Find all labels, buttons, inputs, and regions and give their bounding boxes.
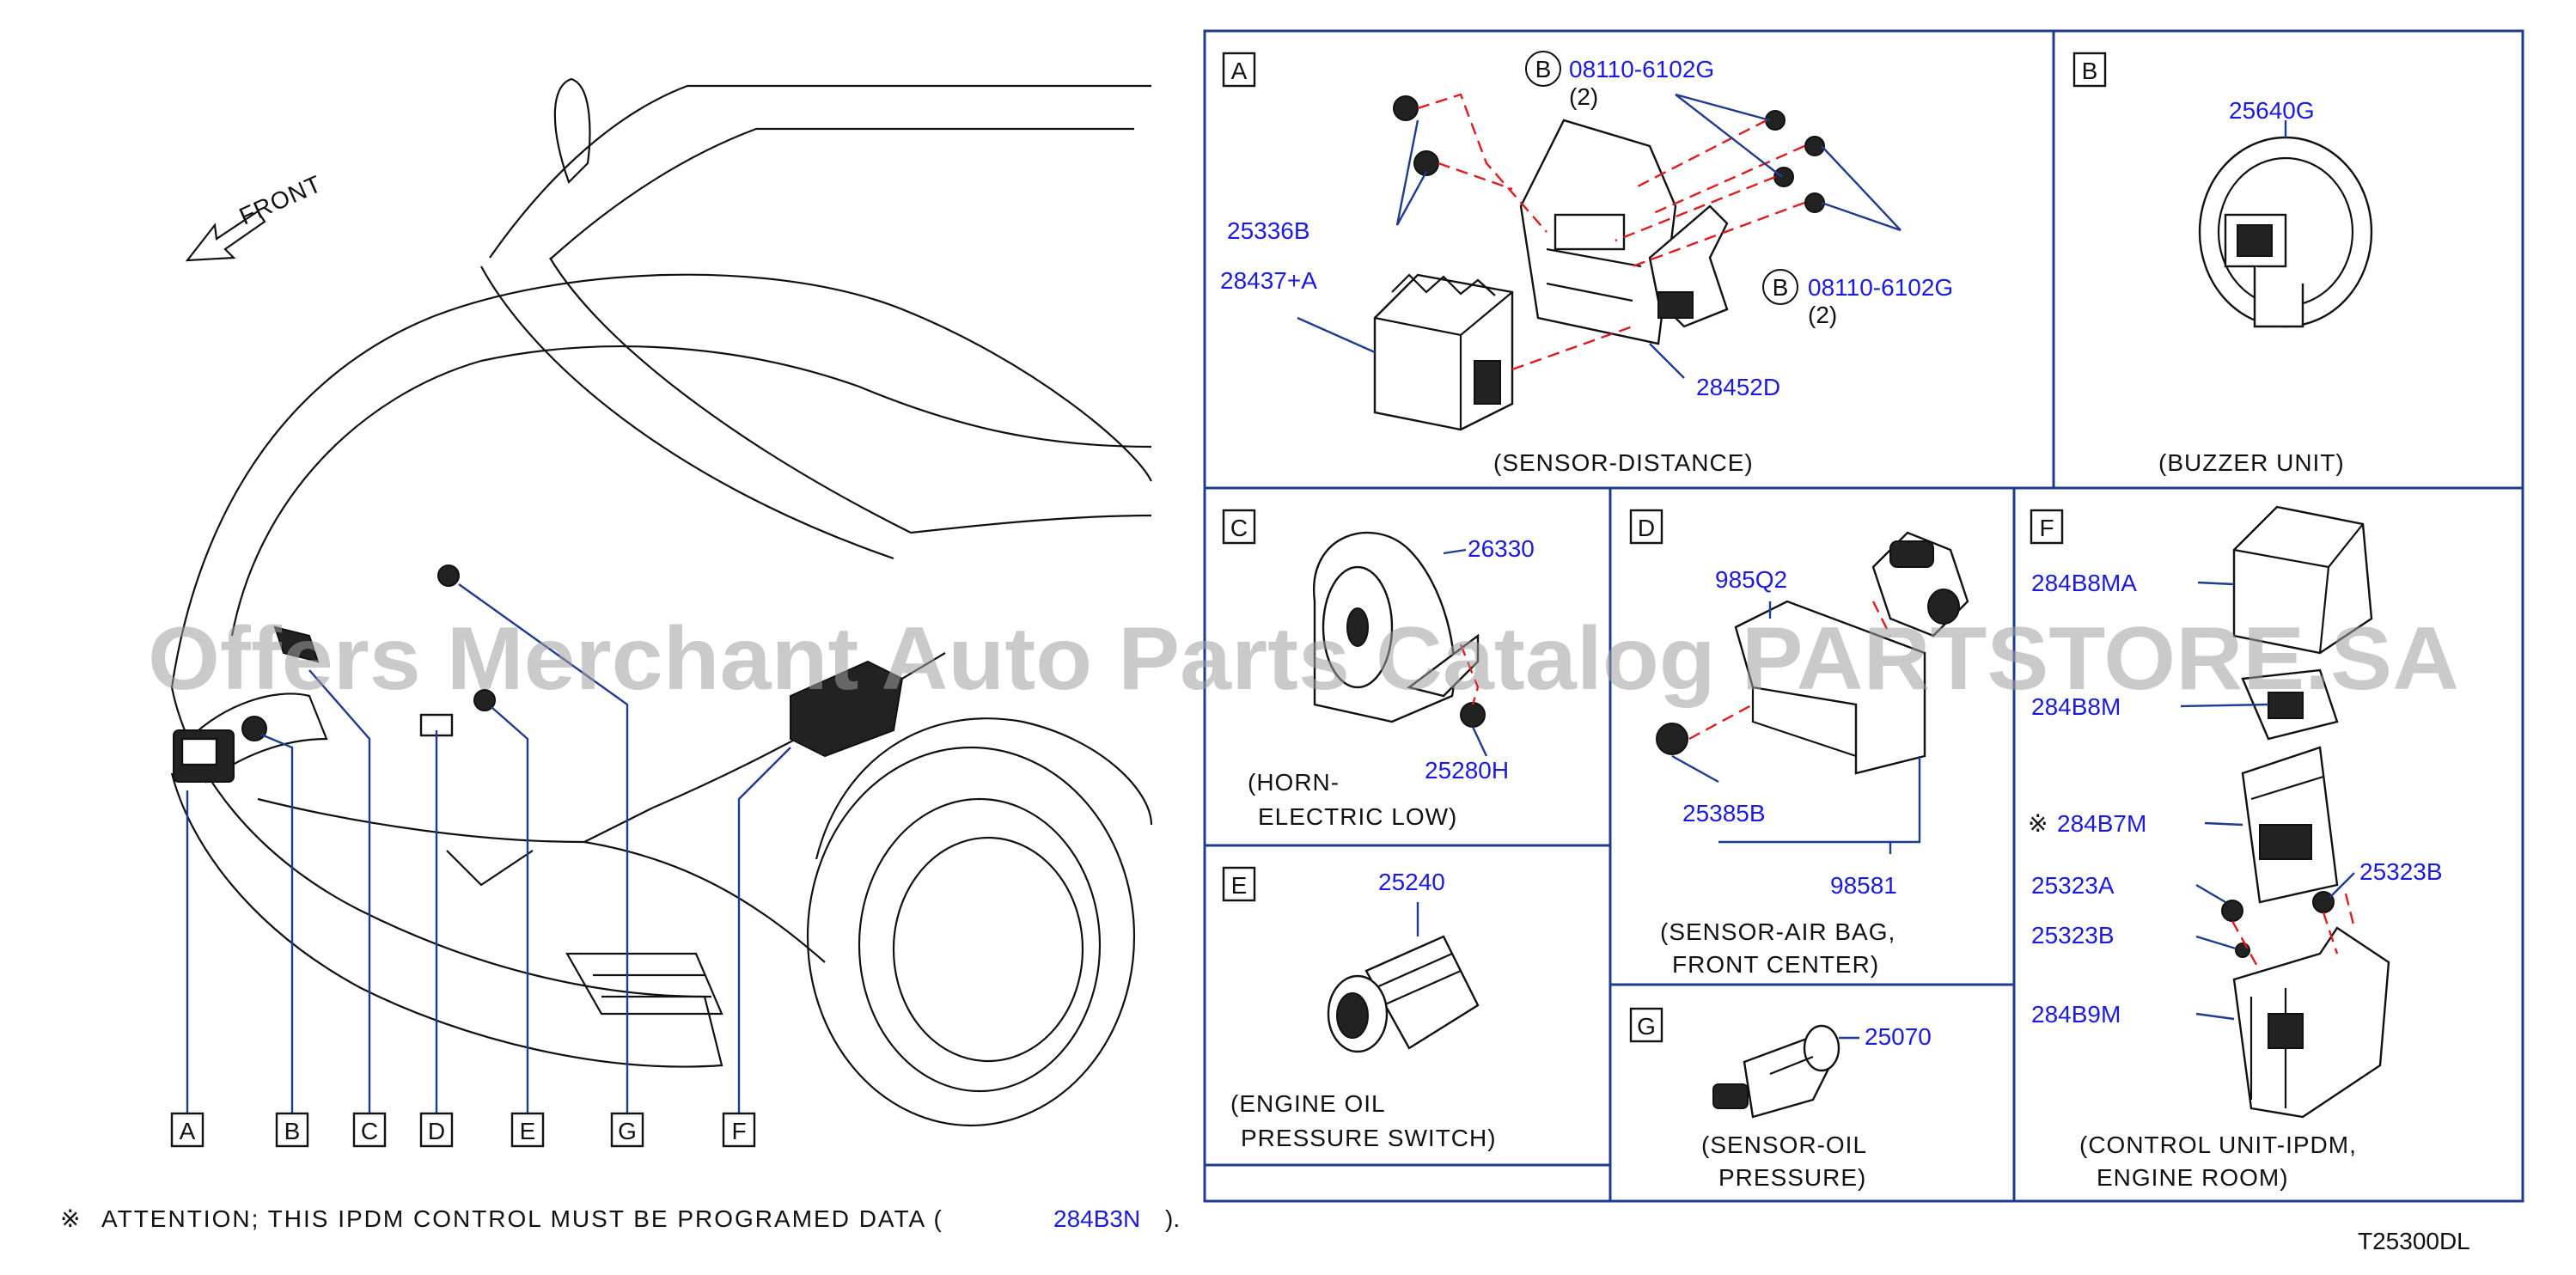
part-nut-C[interactable]: 25280H [1425,757,1509,784]
part-nut-D[interactable]: 25385B [1682,800,1766,827]
part-upper-F[interactable]: 284B8M [2031,693,2121,720]
part-buzzer[interactable]: 25640G [2229,97,2315,124]
svg-text:A: A [180,1118,196,1144]
sensor-bracket [1519,119,1729,345]
part-switch-E[interactable]: 25240 [1378,869,1445,895]
part-sensor-D[interactable]: 985Q2 [1715,566,1787,593]
bolt-ref-B-right-icon: B [1762,269,1798,305]
oil-pressure-sensor [1712,1024,1840,1119]
panel-D: D 985Q2 25385B 98581 (SENSOR-AIR BAG, FR… [1629,509,1969,978]
part-nut-A[interactable]: 25336B [1227,217,1310,244]
svg-text:G: G [618,1118,637,1144]
part-bracket-F[interactable]: 284B9M [2031,1001,2121,1028]
attention-part-number[interactable]: 284B3N [1053,1205,1140,1232]
car-callout-C: C [352,1112,387,1148]
svg-text:E: E [520,1118,536,1144]
front-arrow-icon [185,210,266,262]
attention-close: ). [1165,1205,1180,1232]
airbag-bracket [1734,600,1926,775]
panel-G-caption-1: (SENSOR-OIL [1701,1132,1867,1158]
panel-G-letter: G [1637,1013,1656,1040]
panel-C: C 26330 25280H (HORN- ELECTRIC LOW) [1222,509,1535,830]
panel-C-caption-1: (HORN- [1248,769,1340,796]
part-bolt-b-right-F[interactable]: 25323B [2359,858,2443,885]
front-label: FRONT [235,170,326,230]
part-bolt-a-F[interactable]: 25323A [2031,872,2115,899]
part-bolt-right[interactable]: 08110-6102G [1808,274,1953,301]
car-callout-E: E [510,1112,545,1148]
car-overview: FRONT [170,77,1153,1148]
car-callout-G: G [610,1112,644,1148]
panel-B: B 25640G (BUZZER UNIT) [2072,52,2373,476]
panel-F-letter: F [2039,515,2054,541]
svg-text:F: F [731,1118,746,1144]
panel-D-caption-1: (SENSOR-AIR BAG, [1660,918,1895,945]
part-sensor-A[interactable]: 28437+A [1220,267,1317,294]
panel-A-letter: A [1231,58,1248,84]
panel-F-caption-2: ENGINE ROOM) [2097,1164,2289,1191]
panel-G: G 25070 (SENSOR-OIL PRESSURE) [1629,1007,1932,1191]
ipdm-cover [2232,505,2373,655]
panel-C-caption-2: ELECTRIC LOW) [1258,803,1457,830]
svg-text:B: B [1535,56,1552,82]
panel-D-letter: D [1638,515,1655,541]
watermark: Offers Merchant Auto Parts Catalog PARTS… [148,609,2459,709]
ipdm-attention-mark: ※ [2028,810,2048,837]
part-horn[interactable]: 26330 [1468,535,1535,562]
ipdm-bracket [2232,926,2390,1119]
car-callout-F: F [722,1112,756,1148]
buzzer-unit [2198,136,2373,328]
svg-text:B: B [1773,274,1789,301]
airbag-sensor [1871,531,1969,638]
panel-F: F [2028,505,2443,1191]
panel-B-letter: B [2082,58,2098,84]
part-bolt-top[interactable]: 08110-6102G [1569,56,1714,82]
diagram-code: T25300DL [2358,1228,2470,1254]
bolt-ref-B-top-icon: B [1525,51,1561,87]
svg-text:B: B [284,1118,301,1144]
panel-E-caption-1: (ENGINE OIL [1230,1090,1386,1117]
panel-F-caption-1: (CONTROL UNIT-IPDM, [2079,1132,2357,1158]
panel-A-caption: (SENSOR-DISTANCE) [1493,449,1754,476]
distance-sensor [1373,273,1514,431]
svg-text:D: D [428,1118,445,1144]
attention-text: ATTENTION; THIS IPDM CONTROL MUST BE PRO… [101,1205,943,1232]
part-bolt-top-qty: (2) [1569,83,1598,110]
car-callout-B: B [275,1112,309,1148]
part-bolt-right-qty: (2) [1808,302,1837,328]
panel-E-caption-2: PRESSURE SWITCH) [1241,1125,1497,1151]
car-callout-D: D [419,1112,454,1148]
panel-D-caption-2: FRONT CENTER) [1672,951,1879,978]
ipdm-upper [2241,668,2339,741]
part-cover-F[interactable]: 284B8MA [2031,570,2137,596]
car-callout-A: A [170,1112,204,1148]
panel-E: E 25240 (ENGINE OIL PRESSURE SWITCH) [1222,866,1497,1151]
ipdm-unit [2241,746,2339,904]
part-bracket-D[interactable]: 98581 [1830,872,1897,899]
panel-frames [1203,29,2524,1203]
electric-horn [1312,531,1480,723]
panel-G-caption-2: PRESSURE) [1718,1164,1866,1191]
panel-B-caption: (BUZZER UNIT) [2158,449,2345,476]
attention-note: ※ ATTENTION; THIS IPDM CONTROL MUST BE P… [60,1205,1180,1232]
panel-A: A [1220,51,1953,476]
panel-E-letter: E [1231,872,1248,899]
part-sensor-G[interactable]: 25070 [1865,1023,1932,1050]
part-bolt-b-F[interactable]: 25323B [2031,922,2115,949]
panel-C-letter: C [1230,515,1248,541]
oil-pressure-switch [1327,935,1480,1053]
part-bracket-A[interactable]: 28452D [1696,374,1780,400]
svg-text:C: C [361,1118,378,1144]
attention-symbol: ※ [60,1205,80,1232]
part-ipdm-F[interactable]: 284B7M [2057,810,2146,837]
